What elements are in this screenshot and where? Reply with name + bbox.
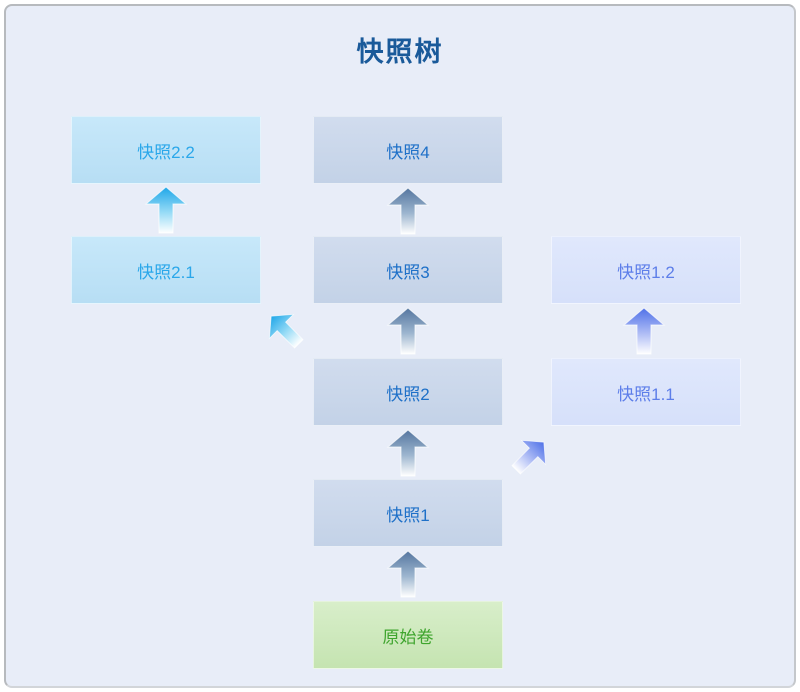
node-label: 原始卷 xyxy=(382,627,434,647)
arrow-snapshot1-1-to-snapshot1-2 xyxy=(622,307,666,355)
node-snapshot-1-1: 快照1.1 xyxy=(551,358,741,426)
node-label: 快照3 xyxy=(386,262,430,282)
node-label: 快照2.1 xyxy=(137,262,195,282)
arrow-snapshot3-to-snapshot4 xyxy=(386,187,430,235)
node-label: 快照4 xyxy=(386,142,430,162)
arrow-original-to-snapshot1 xyxy=(386,550,430,598)
node-snapshot-1: 快照1 xyxy=(313,479,503,547)
node-original-volume: 原始卷 xyxy=(313,601,503,669)
arrow-snapshot2-to-snapshot2-1 xyxy=(268,313,304,349)
node-snapshot-3: 快照3 xyxy=(313,236,503,304)
node-label: 快照1 xyxy=(386,505,430,525)
node-snapshot-4: 快照4 xyxy=(313,116,503,184)
node-label: 快照1.2 xyxy=(617,262,675,282)
diagram-title: 快照树 xyxy=(356,37,444,67)
node-label: 快照2.2 xyxy=(137,142,195,162)
arrow-snapshot2-1-to-snapshot2-2 xyxy=(144,186,188,234)
node-snapshot-2-2: 快照2.2 xyxy=(71,116,261,184)
arrow-snapshot1-to-snapshot1-1 xyxy=(511,439,547,475)
diagram-canvas: 快照树 xyxy=(4,4,796,688)
node-snapshot-2-1: 快照2.1 xyxy=(71,236,261,304)
node-label: 快照1.1 xyxy=(617,384,675,404)
arrow-snapshot2-to-snapshot3 xyxy=(386,307,430,355)
arrow-snapshot1-to-snapshot2 xyxy=(386,429,430,477)
node-snapshot-2: 快照2 xyxy=(313,358,503,426)
node-snapshot-1-2: 快照1.2 xyxy=(551,236,741,304)
node-label: 快照2 xyxy=(386,384,430,404)
